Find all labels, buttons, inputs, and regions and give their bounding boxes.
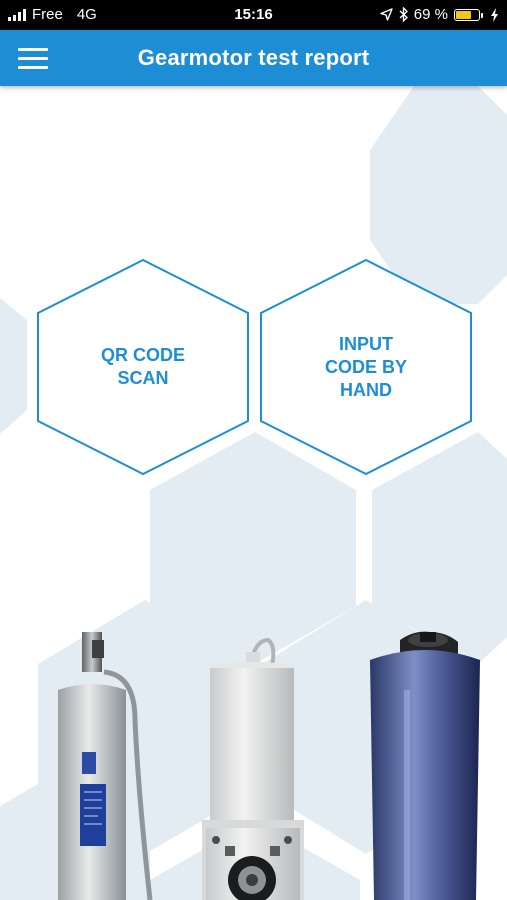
carrier-name: Free: [32, 6, 63, 23]
bg-hexagon: [370, 86, 507, 304]
gearmotor-products-image: [58, 631, 480, 900]
charging-icon: [491, 7, 498, 22]
gearmotor-grey: [58, 632, 153, 900]
location-icon: [380, 8, 393, 21]
qr-code-scan-label: QR CODE SCAN: [100, 345, 185, 388]
status-bar: Free 4G 15:16 69 %: [0, 0, 507, 30]
bg-hexagon: [372, 432, 507, 664]
hamburger-menu-icon[interactable]: [18, 42, 58, 74]
battery-percent: 69 %: [413, 6, 448, 23]
input-code-by-hand-button[interactable]: INPUT CODE BY HAND: [259, 258, 473, 476]
app-bar: Gearmotor test report: [0, 30, 507, 86]
bg-hexagon: [150, 432, 356, 664]
clock: 15:16: [234, 6, 273, 23]
gearmotor-blue: [370, 631, 480, 900]
bg-hexagon: [0, 298, 27, 434]
page-title: Gearmotor test report: [137, 45, 370, 70]
network-type: 4G: [76, 6, 97, 23]
battery-fill: [456, 10, 472, 19]
gearmotor-white: [202, 637, 304, 900]
signal-icon: [8, 8, 26, 21]
battery-icon: [454, 8, 483, 21]
qr-code-scan-button[interactable]: QR CODE SCAN: [36, 258, 250, 476]
bluetooth-icon: [399, 7, 408, 22]
hexagon-outline: [260, 258, 472, 476]
input-code-by-hand-label: INPUT CODE BY HAND: [324, 333, 407, 400]
hexagon-outline: [37, 258, 249, 476]
